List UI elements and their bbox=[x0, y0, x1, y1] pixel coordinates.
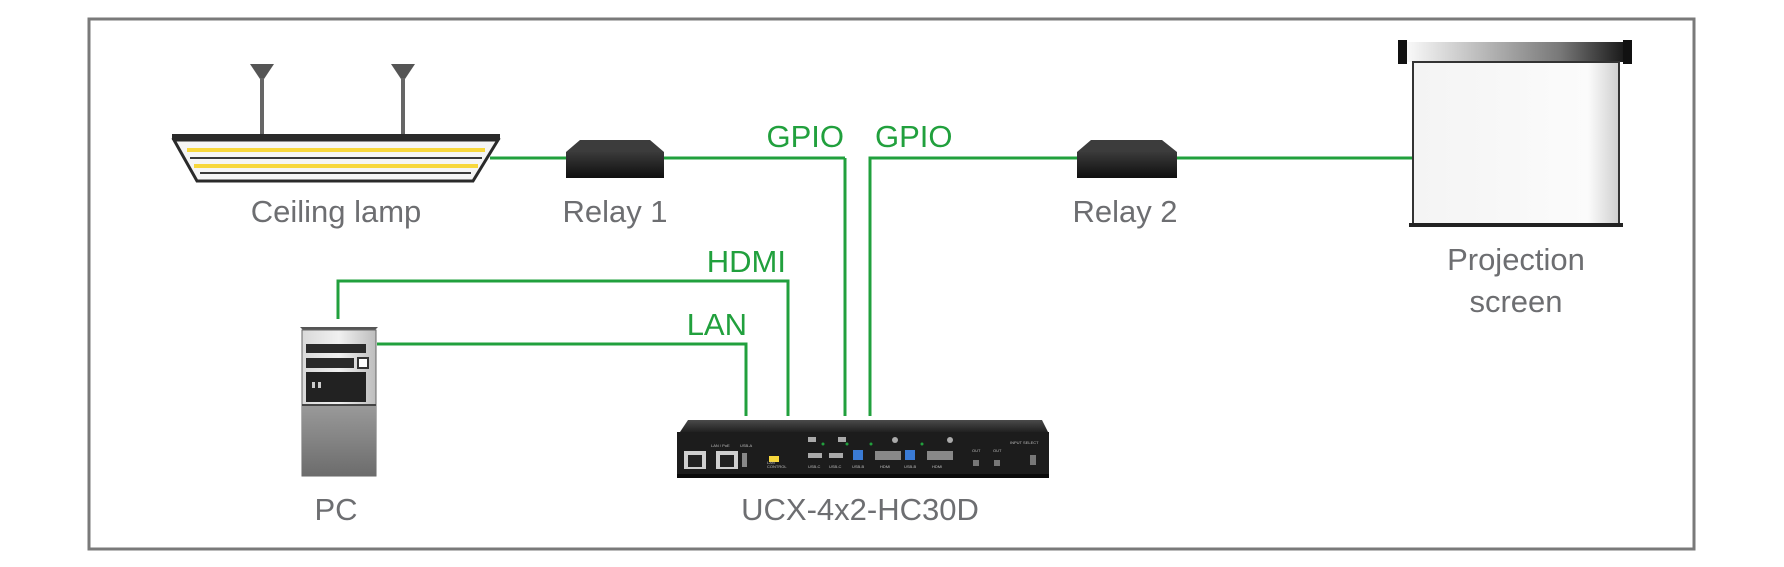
ceiling-lamp-icon bbox=[171, 64, 501, 183]
port-label: OUT bbox=[972, 448, 981, 453]
port-label: LAN / PoE bbox=[711, 443, 730, 448]
wire-lan bbox=[377, 342, 748, 416]
ucx-front-panel-labels: LAN / PoE USB-A LAN CONTROL USB-C USB-C … bbox=[711, 440, 1039, 469]
port-label: CONTROL bbox=[767, 464, 787, 469]
projection-screen-label-line1: Projection bbox=[1447, 242, 1585, 277]
gpio-label-1: GPIO bbox=[766, 119, 844, 154]
relay-1-icon bbox=[566, 140, 664, 178]
port-label: HDMI bbox=[880, 464, 890, 469]
port-label: USB-B bbox=[852, 464, 865, 469]
wire-hdmi bbox=[336, 279, 790, 416]
port-label: LAN bbox=[767, 460, 775, 465]
port-label: USB-B bbox=[904, 464, 917, 469]
lan-label: LAN bbox=[687, 307, 747, 342]
port-label: INPUT SELECT bbox=[1010, 440, 1039, 445]
port-label: USB-C bbox=[829, 464, 842, 469]
projection-screen-icon bbox=[1398, 40, 1632, 227]
ceiling-lamp-label: Ceiling lamp bbox=[251, 194, 422, 229]
hdmi-label: HDMI bbox=[707, 244, 786, 279]
port-label: HDMI bbox=[932, 464, 942, 469]
gpio-label-2: GPIO bbox=[875, 119, 953, 154]
wire-gpio2 bbox=[868, 156, 1080, 416]
relay-2-icon bbox=[1077, 140, 1177, 178]
pc-label: PC bbox=[314, 492, 357, 527]
port-label: USB-C bbox=[808, 464, 821, 469]
ucx-switcher-icon bbox=[677, 420, 1049, 478]
diagram-frame bbox=[87, 17, 1696, 551]
relay-1-label: Relay 1 bbox=[562, 194, 667, 229]
projection-screen-label-line2: screen bbox=[1469, 284, 1562, 319]
ucx-label: UCX-4x2-HC30D bbox=[741, 492, 979, 527]
port-label: USB-A bbox=[740, 443, 753, 448]
port-label: OUT bbox=[993, 448, 1002, 453]
pc-tower-icon bbox=[300, 327, 378, 477]
relay-2-label: Relay 2 bbox=[1072, 194, 1177, 229]
wires bbox=[336, 156, 1413, 416]
